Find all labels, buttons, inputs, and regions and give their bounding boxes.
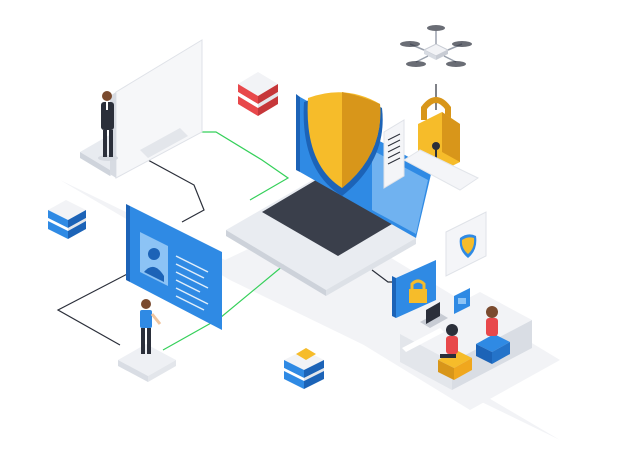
server-stack-bottom [284,348,324,389]
desk-laptop-1 [420,302,448,328]
shield-badge-card [445,211,487,277]
shield-icon [303,92,383,196]
profile-panel [126,204,222,330]
desk-monitor-2 [454,288,470,314]
lock-card [392,260,436,318]
man-worker-figure [476,306,510,364]
drone-icon [400,25,472,67]
server-stack-top [238,72,278,116]
man-pointing-figure [118,299,176,382]
man-in-suit-figure [98,91,118,161]
laptop-keyboard [262,180,392,256]
document-strip [383,119,405,189]
profile-text-lines [175,255,209,311]
server-stack-left [48,200,86,239]
woman-worker-figure [438,324,472,380]
white-card [403,149,480,191]
